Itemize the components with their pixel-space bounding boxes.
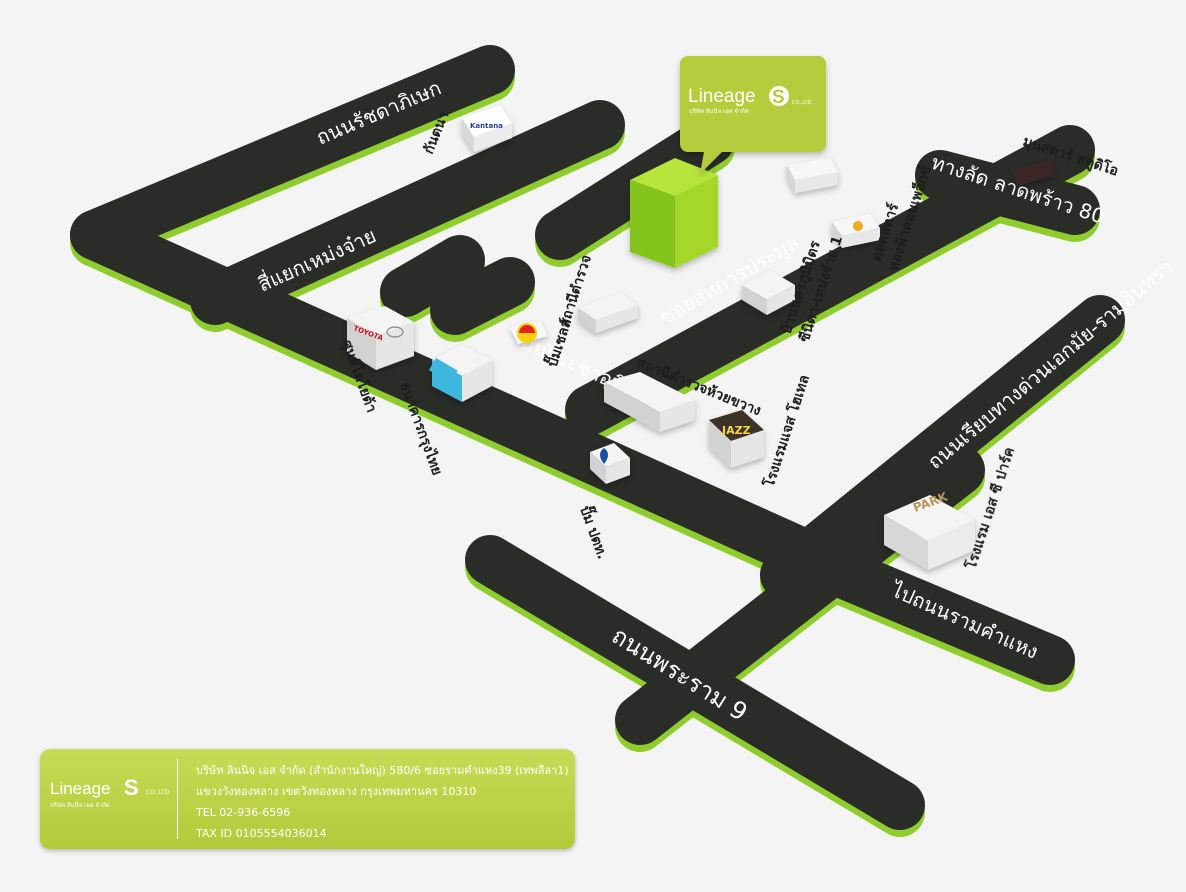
building-ptt — [590, 443, 630, 484]
callout-brand: Lineage — [688, 86, 756, 107]
building-ktb — [429, 345, 492, 402]
building-police — [578, 293, 638, 333]
dodstar-logo-icon — [853, 221, 863, 231]
label-jazz: โรงแรมแจส โฮเทล — [759, 372, 813, 490]
label-ptt: ปั๊ม ปตท. — [576, 503, 614, 562]
info-divider — [177, 759, 178, 839]
building-jazz: JAZZ — [709, 410, 764, 468]
logo-brand: Lineage — [50, 779, 111, 798]
building-white-block — [787, 158, 838, 193]
company-info-panel: Lineage S CO.,LTD. บริษัท ลินนิจ เอส จำก… — [40, 749, 575, 849]
building-kantana: Kantana — [462, 105, 512, 152]
address-line-2: แขวงวังทองหลาง เขตวังทองหลาง กรุงเทพมหาน… — [196, 785, 477, 798]
buildings: Kantana — [347, 105, 1055, 570]
building-toyota: TOYOTA — [347, 306, 414, 370]
tax-id: TAX ID 0105554036014 — [196, 827, 327, 840]
logo-thai-name: บริษัท ลินนิจ เอส จำกัด — [50, 802, 110, 809]
building-shell — [510, 320, 548, 344]
roads — [70, 45, 1125, 837]
building-police-huai — [604, 372, 695, 432]
kantana-sign: Kantana — [470, 122, 503, 130]
building-lineage-s — [630, 158, 718, 268]
ptt-logo-icon — [600, 448, 608, 464]
company-logo: Lineage S CO.,LTD. บริษัท ลินนิจ เอส จำก… — [50, 775, 190, 819]
building-dodstar — [832, 214, 880, 248]
logo-suffix: CO.,LTD. — [146, 789, 172, 796]
logo-s-letter: S — [124, 775, 139, 800]
building-ban-nakhon — [742, 270, 795, 315]
phone-number: TEL 02-936-6596 — [196, 806, 291, 819]
callout-suffix: CO.,LTD. — [792, 100, 813, 106]
lineage-s-callout: Lineage S CO.,LTD. บริษัท ลินนิจ เอส จำก… — [680, 56, 826, 174]
road-label-liab-duan: ถนนเรียบทางด่วนเอกมัย-รามอินทรา — [923, 255, 1178, 474]
address-lines: บริษัท ลินนิจ เอส จำกัด (สำนักงานใหญ่) 5… — [196, 760, 569, 844]
building-sc-park: PARK — [884, 489, 975, 570]
callout-thai-name: บริษัท ลินนิจ เอส จำกัด — [689, 108, 749, 115]
callout-s-badge — [769, 86, 789, 106]
callout-s-letter: S — [772, 87, 785, 108]
address-line-1: บริษัท ลินนิจ เอส จำกัด (สำนักงานใหญ่) 5… — [196, 764, 569, 777]
jazz-sign: JAZZ — [721, 424, 751, 437]
toyota-logo-icon — [386, 326, 404, 338]
building-mungstar — [1012, 160, 1055, 186]
